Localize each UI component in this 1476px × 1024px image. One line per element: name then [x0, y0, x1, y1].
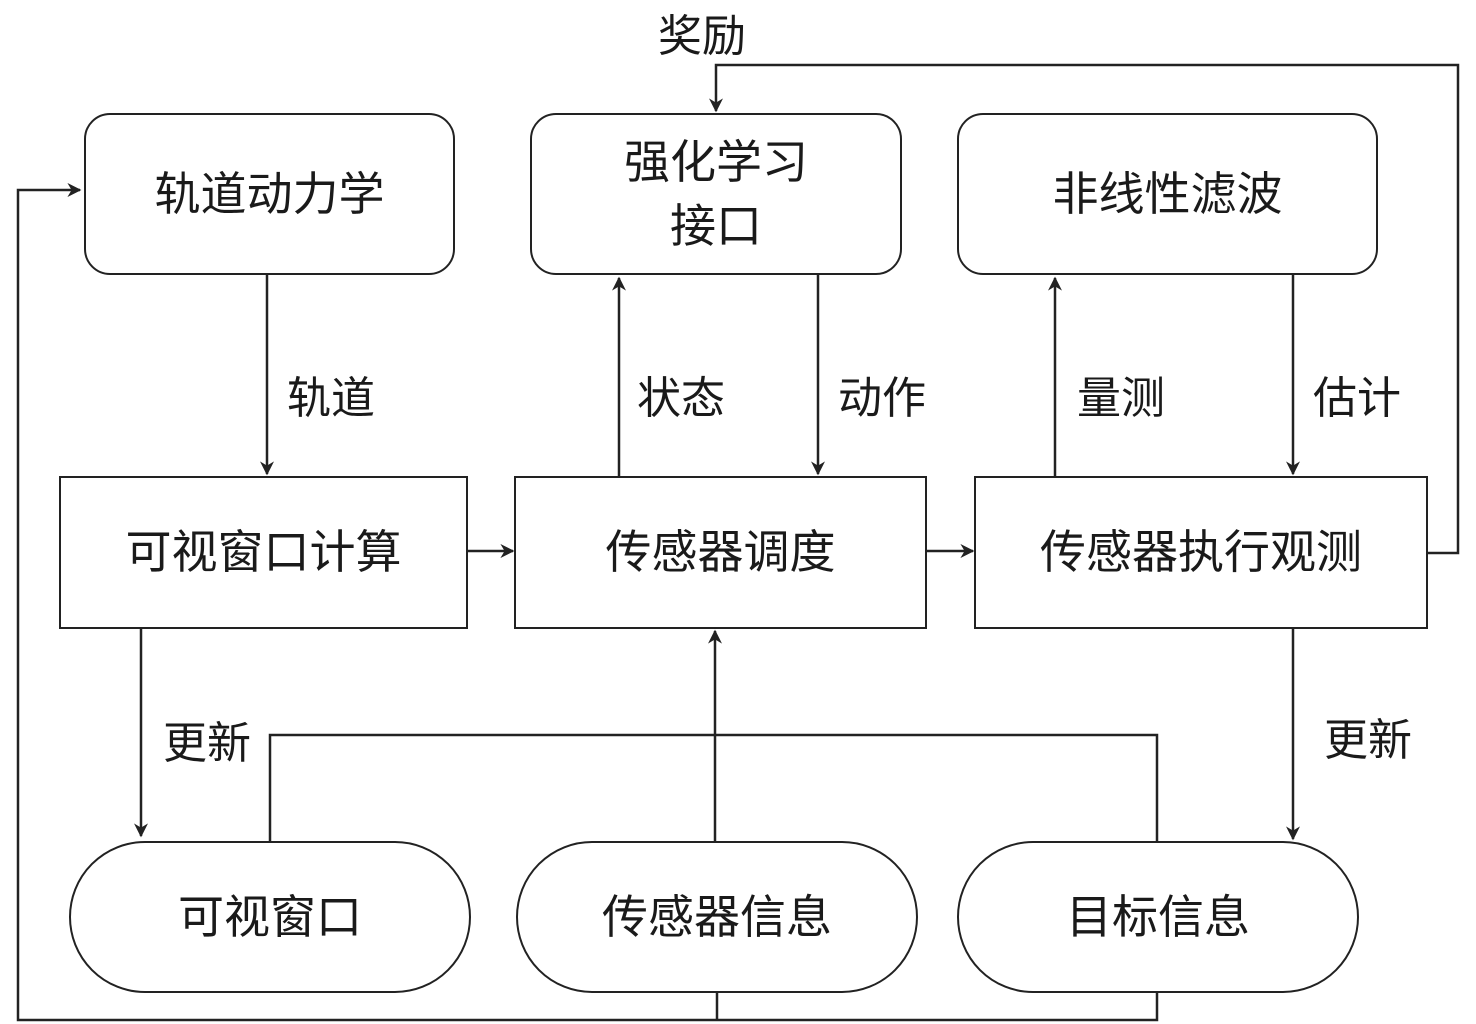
action-label: 动作: [838, 373, 926, 424]
nonlinear-filter-label: 非线性滤波: [1052, 166, 1283, 221]
estimate-label: 估计: [1313, 373, 1401, 424]
sensor-scheduling-node: 传感器调度: [514, 476, 927, 629]
target-info-label: 目标信息: [1066, 889, 1250, 944]
rl-interface-label-2: 接口: [670, 199, 762, 253]
connector-top-bus: [268, 733, 1159, 843]
rl-interface-node: 强化学习 接口: [530, 113, 902, 275]
rl-interface-label-1: 强化学习: [624, 134, 808, 189]
visibility-window-calc-label: 可视窗口计算: [125, 525, 402, 580]
sensor-scheduling-label: 传感器调度: [605, 525, 836, 580]
orbit-dynamics-node: 轨道动力学: [84, 113, 455, 275]
state-label: 状态: [637, 373, 725, 424]
sensor-info-node: 传感器信息: [516, 841, 918, 993]
update-left-label: 更新: [163, 718, 251, 769]
orbit-dynamics-label: 轨道动力学: [154, 166, 385, 221]
sensor-info-label: 传感器信息: [602, 889, 832, 944]
connector-bottom-bus: [16, 190, 1159, 1022]
update-right-label: 更新: [1324, 715, 1412, 766]
sensor-observation-node: 传感器执行观测: [974, 476, 1428, 629]
nonlinear-filter-node: 非线性滤波: [957, 113, 1378, 275]
visibility-window-label: 可视窗口: [178, 889, 362, 944]
measurement-label: 量测: [1077, 373, 1165, 424]
arrow-reward: [709, 63, 1460, 555]
visibility-window-calc-node: 可视窗口计算: [59, 476, 468, 629]
orbit-label: 轨道: [287, 373, 375, 424]
sensor-observation-label: 传感器执行观测: [1040, 525, 1362, 580]
reward-label: 奖励: [658, 11, 746, 62]
visibility-window-node: 可视窗口: [69, 841, 471, 993]
target-info-node: 目标信息: [957, 841, 1359, 993]
